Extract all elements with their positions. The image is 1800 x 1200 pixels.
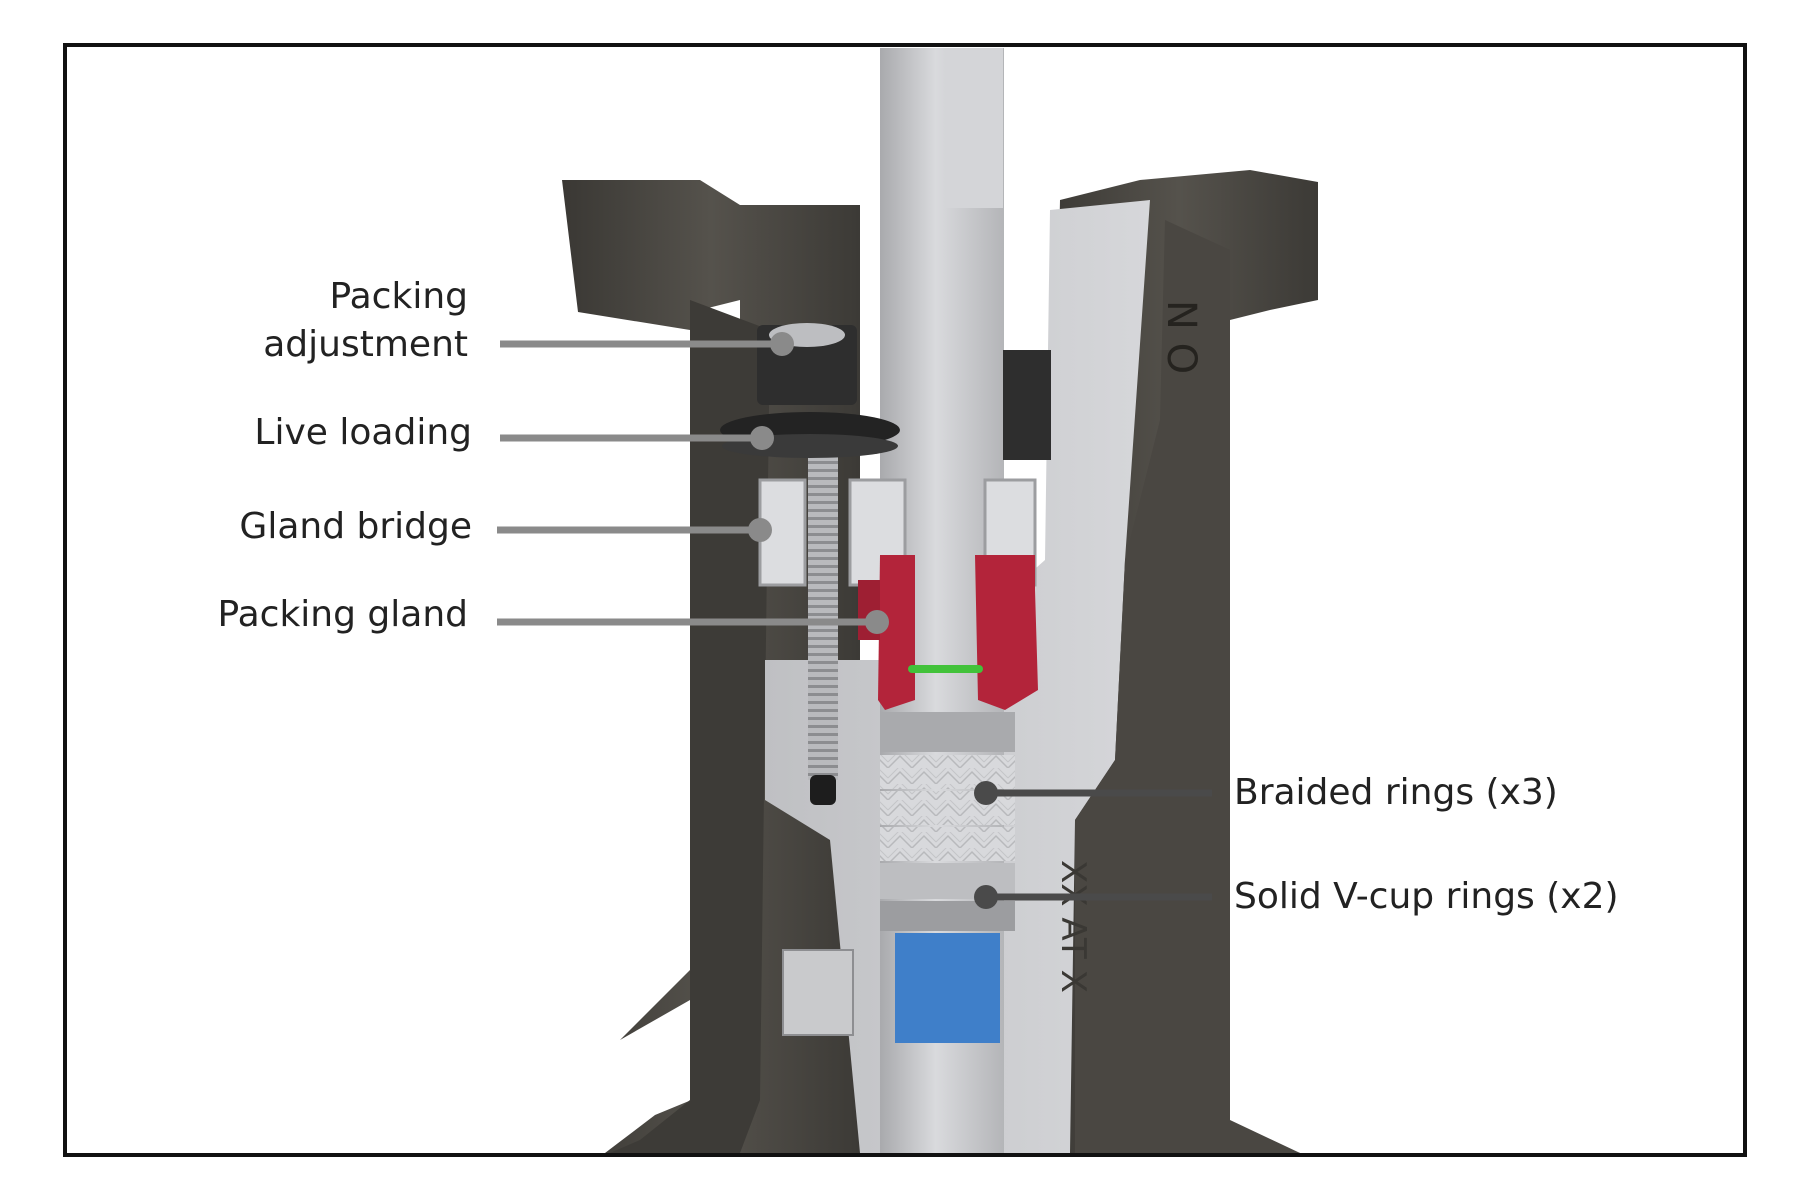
nameplate [782, 949, 854, 1036]
leader-lines [497, 332, 1212, 909]
stem-flat [945, 48, 1003, 208]
vcup-ring-2 [880, 901, 1015, 931]
label-live-loading: Live loading [254, 412, 472, 453]
braided-ring-3 [880, 827, 1015, 861]
label-packing-gland: Packing gland [218, 594, 469, 635]
stud-tip [810, 775, 836, 805]
nut-right [1003, 350, 1051, 460]
body-marking-lower: XX AT X [1053, 860, 1093, 993]
leader-dot-live-loading [750, 426, 774, 450]
guide-bushing [895, 933, 1000, 1043]
leader-dot-packing-adjustment [770, 332, 794, 356]
leader-dot-braided-rings [974, 781, 998, 805]
packing-gland-left [878, 555, 915, 710]
label-packing-adjustment-line1: Packing [330, 276, 468, 317]
body-marking-upper: N O [1158, 300, 1204, 374]
label-braided-rings: Braided rings (x3) [1234, 772, 1558, 813]
label-solid-vcup-rings: Solid V-cup rings (x2) [1234, 876, 1619, 917]
leader-dot-packing-gland [865, 610, 889, 634]
label-gland-bridge: Gland bridge [239, 506, 472, 547]
callout-labels: Packing adjustment Live loading Gland br… [218, 276, 1619, 917]
braided-ring-1 [880, 755, 1015, 789]
leader-dot-solid-vcup-rings [974, 885, 998, 909]
packing-gland-right [975, 555, 1038, 710]
leader-dot-gland-bridge [748, 518, 772, 542]
o-ring [908, 665, 983, 673]
body-side-lower [1075, 220, 1300, 1153]
packing-stud [808, 440, 838, 780]
top-spacer-ring [880, 712, 1015, 752]
label-packing-adjustment-line2: adjustment [263, 324, 468, 365]
yoke-left-outer [610, 300, 770, 1153]
valve-cutaway-illustration: N O XX AT X [562, 48, 1318, 1153]
